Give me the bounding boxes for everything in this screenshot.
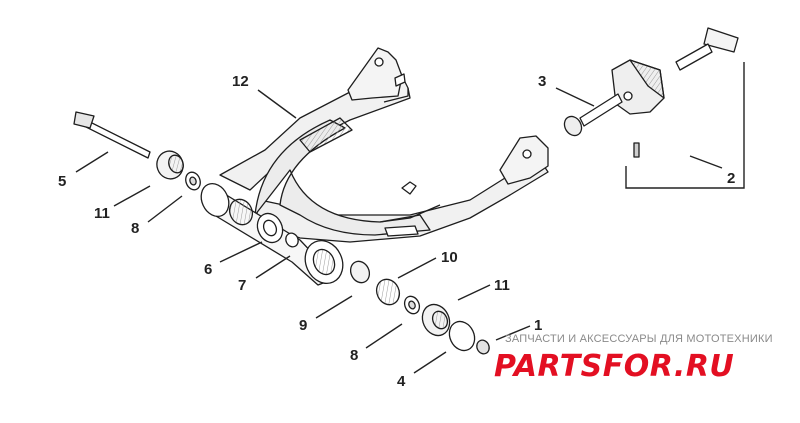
swingarm <box>200 47 549 286</box>
needle-bearing <box>349 260 401 306</box>
leader-lines <box>75 87 723 374</box>
callout-9: 9 <box>299 317 307 334</box>
callout-10: 10 <box>441 249 458 266</box>
callouts: 12 3 2 5 11 8 6 7 9 10 8 11 1 4 <box>58 73 735 390</box>
callout-12: 12 <box>232 73 249 90</box>
callout-8-lower: 8 <box>350 347 358 364</box>
bushing-cap-right <box>421 303 451 337</box>
spacer <box>448 320 476 352</box>
bushing-cap-left <box>156 150 184 180</box>
callout-5: 5 <box>58 173 66 190</box>
callout-6: 6 <box>204 261 212 278</box>
callout-7: 7 <box>238 277 246 294</box>
callout-11-upper: 11 <box>94 205 110 222</box>
callout-2: 2 <box>727 170 735 187</box>
pivot-bolt <box>73 111 151 159</box>
watermark: ЗАПЧАСТИ И АКСЕССУАРЫ ДЛЯ МОТОТЕХНИКИ PA… <box>494 333 773 384</box>
adjuster-screw <box>563 93 623 137</box>
nut <box>476 339 490 355</box>
washer-left <box>185 171 201 191</box>
lower-washer <box>403 295 421 315</box>
callout-11-lower: 11 <box>494 277 510 294</box>
callout-3: 3 <box>538 73 546 90</box>
watermark-tagline: ЗАПЧАСТИ И АКСЕССУАРЫ ДЛЯ МОТОТЕХНИКИ <box>505 333 773 345</box>
watermark-logo-text: PARTSFOR.RU <box>494 349 734 384</box>
callout-8-upper: 8 <box>131 220 139 237</box>
callout-1: 1 <box>534 317 542 334</box>
callout-4: 4 <box>397 373 406 390</box>
chain-adjuster-assembly <box>611 27 745 189</box>
